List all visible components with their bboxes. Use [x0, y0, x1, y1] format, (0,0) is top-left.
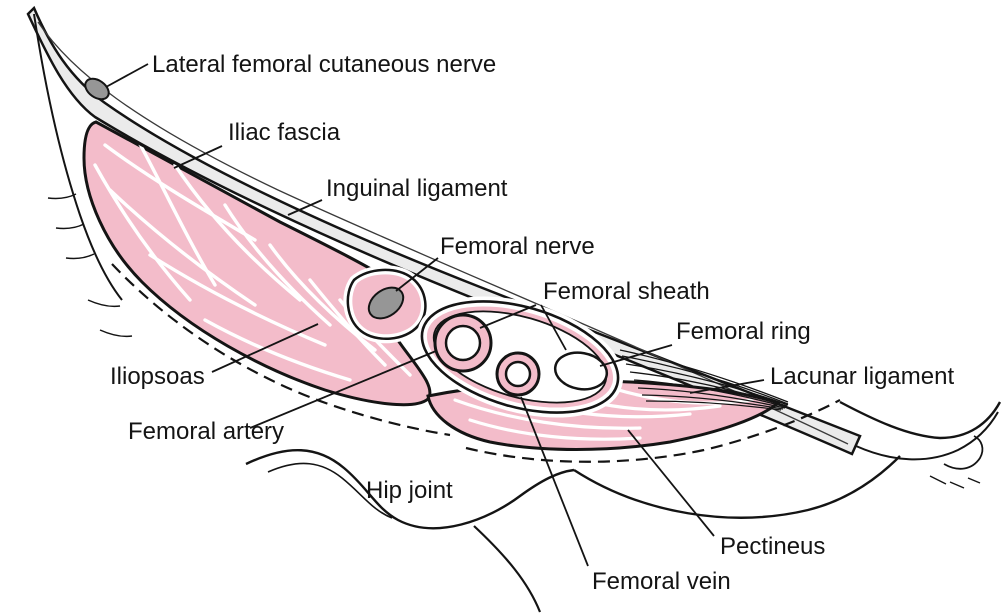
label-lacunar-ligament: Lacunar ligament [770, 363, 954, 390]
label-femoral-vein: Femoral vein [592, 568, 731, 595]
femoral-artery-lumen [444, 324, 482, 362]
femoral-nerve-shape [367, 286, 405, 320]
hip-joint-outline [245, 448, 901, 613]
lacunar-ligament-hatching [619, 349, 789, 411]
label-femoral-nerve: Femoral nerve [440, 233, 595, 260]
fascia-dashed-lines [111, 263, 841, 463]
left-contour-hatching [33, 13, 133, 338]
label-femoral-sheath: Femoral sheath [543, 278, 710, 305]
label-pectineus: Pectineus [720, 533, 825, 560]
label-hip-joint: Hip joint [366, 477, 453, 504]
femoral-nerve-pocket [346, 268, 427, 341]
leader-lateral-femoral-cutaneous-nerve [105, 63, 149, 88]
label-femoral-artery: Femoral artery [128, 418, 284, 445]
leader-femoral-ring [599, 344, 673, 367]
label-femoral-ring: Femoral ring [676, 318, 811, 345]
leader-femoral-sheath [479, 304, 567, 351]
leader-femoral-artery [249, 350, 437, 429]
leader-lacunar-ligament [689, 379, 765, 394]
femoral-vein-lumen [504, 360, 532, 388]
leader-inguinal-ligament [287, 199, 323, 216]
leader-iliopsoas [211, 323, 319, 373]
labels: Lateral femoral cutaneous nerve Iliac fa… [110, 51, 954, 595]
femoral-ring-shape [553, 351, 609, 391]
leader-femoral-vein [520, 396, 589, 567]
label-inguinal-ligament: Inguinal ligament [326, 175, 508, 202]
femoral-sheath-outer [420, 300, 620, 414]
leader-pectineus [627, 429, 715, 537]
label-iliopsoas: Iliopsoas [110, 363, 205, 390]
label-lateral-femoral-cutaneous-nerve: Lateral femoral cutaneous nerve [152, 51, 496, 78]
leader-lines [105, 63, 765, 567]
leader-femoral-nerve [395, 257, 439, 292]
right-corner-contours [839, 400, 1002, 489]
label-iliac-fascia: Iliac fascia [228, 119, 341, 146]
leader-iliac-fascia [173, 145, 223, 169]
lateral-femoral-cutaneous-nerve-shape [84, 77, 110, 101]
